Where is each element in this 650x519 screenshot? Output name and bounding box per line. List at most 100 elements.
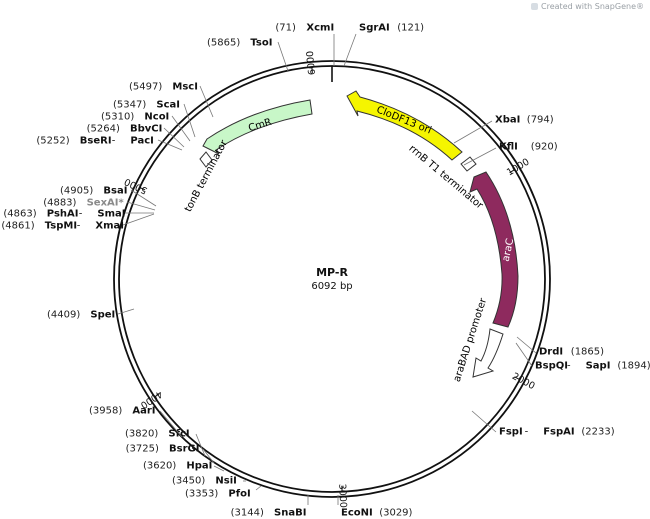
feature-arac-label: araC [501, 238, 517, 263]
site-kfli: KflI (920) [463, 142, 558, 166]
enzyme-drdi: DrdI [539, 347, 563, 358]
feature-arac-shape [469, 171, 519, 328]
site-spei: (4409) SpeI [47, 308, 135, 321]
site-scai-position: (5347) [113, 100, 146, 111]
site-bsrgi-position: (3725) [126, 444, 159, 455]
tick-5000 [139, 186, 146, 191]
site-sexai-leader [126, 201, 156, 211]
site-econi-position: (3029) [379, 508, 412, 519]
site-tsoi-position: (5865) [207, 38, 240, 49]
site-msci: (5497)MscI [129, 82, 214, 118]
site-xbai-leader [453, 120, 493, 144]
enzyme-aari: AarI [132, 406, 155, 417]
site-nsii: (3450) NsiI [172, 476, 246, 487]
site-econi: EcoNI(3029) [337, 495, 413, 519]
site-msci-position: (5497) [129, 82, 162, 93]
site-bsrgi: (3725) BsrGI [126, 444, 215, 464]
site-aari: (3958) AarI [89, 406, 183, 438]
site-msci-leader [199, 85, 214, 118]
site-tspmi-xmai: (4861)TspMI - XmaI [1, 213, 155, 232]
site-xcmi-position: (71) [275, 23, 296, 34]
site-pfoi-position: (3353) [185, 489, 218, 500]
site-bsrgi-leader [202, 448, 215, 464]
tick-6000 [311, 66, 313, 73]
feature-rrnb-t1-terminator-shape [460, 156, 477, 172]
site-kfli-leader [463, 147, 497, 166]
site-scai-leader [183, 103, 196, 138]
site-xbai-position: (794) [527, 115, 554, 126]
feature-arabad-promoter-shape [472, 328, 504, 378]
site-nsii-position: (3450) [172, 476, 205, 487]
site-xbai: XbaI(794) [453, 115, 554, 144]
site-bbvci: (5264) BbvCI [87, 124, 185, 148]
site-bbvci-position: (5264) [87, 124, 120, 135]
enzyme-nsii: NsiI [215, 476, 236, 487]
enzyme-paci: PacI [130, 136, 153, 147]
feature-tonb-terminator: tonB terminator [183, 138, 230, 214]
feature-cmr: CmR [202, 99, 313, 155]
tick-1000 [509, 169, 516, 174]
site-tspmi-xmai-leader [122, 213, 155, 226]
site-xcmi: (71) XcmI [275, 23, 335, 66]
site-spei-leader [117, 308, 135, 315]
feature-cmr-shape [202, 99, 313, 155]
site-bsai-position: (4905) [60, 186, 93, 197]
watermark-text: Created with SnapGene® [541, 2, 644, 11]
site-snabi: (3144)SnaBI [231, 495, 309, 519]
feature-clodf13-ori-label: CloDF13 ori [375, 104, 433, 136]
site-pfoi-leader [255, 485, 262, 491]
site-aari-position: (3958) [89, 406, 122, 417]
site-sfci-leader [195, 433, 206, 457]
site-bseri-paci-position: (5252) [36, 136, 69, 147]
site-bspqi-sapi-separator: - [567, 361, 571, 372]
enzyme-tspmi: TspMI [45, 221, 77, 232]
site-bseri-paci-separator: - [112, 136, 116, 147]
site-bseri-paci: (5252)BseRI - PacI [36, 136, 183, 151]
tick-label-6000: 6000 [305, 50, 318, 75]
enzyme-hpai: HpaI [186, 461, 212, 472]
site-pshai-smai-position: (4863) [3, 209, 36, 220]
site-bbvci-leader [163, 127, 185, 148]
enzyme-smai: SmaI [97, 209, 125, 220]
site-bsai-leader [130, 189, 157, 207]
enzyme-kfli: KflI [499, 142, 518, 153]
site-fspi-fspai-leader [471, 410, 497, 433]
enzyme-xcmi: XcmI [306, 23, 334, 34]
site-hpai-position: (3620) [143, 461, 176, 472]
site-spei-position: (4409) [47, 310, 80, 321]
site-bseri-paci-leader [157, 139, 183, 151]
site-tsoi-leader [277, 41, 289, 72]
enzyme-sgrai: SgrAI [359, 23, 390, 34]
enzyme-bbvci: BbvCI [130, 124, 162, 135]
plasmid-name: MP-R [316, 266, 348, 279]
site-pshai-smai: (4863)PshAI - SmaI [3, 209, 154, 220]
site-fspi-fspai-separator: - [525, 427, 529, 438]
site-fspi-fspai-position: (2233) [581, 427, 614, 438]
site-kfli-position: (920) [531, 142, 558, 153]
site-scai: (5347)ScaI [113, 100, 196, 138]
feature-clodf13-ori: CloDF13 ori [346, 90, 463, 161]
enzyme-spei: SpeI [90, 310, 115, 321]
feature-tonb-terminator-shape [199, 151, 213, 168]
feature-arac: araC [469, 171, 519, 328]
enzyme-pshai: PshAI [47, 209, 79, 220]
site-tsoi: (5865)TsoI [207, 38, 289, 72]
site-sfci-position: (3820) [125, 429, 158, 440]
restriction-sites: (71) XcmI SgrAI (121) XbaI(794)KflI (920) DrdI… [1, 23, 650, 519]
site-drdi-leader [516, 336, 537, 354]
site-ncoi-position: (5310) [101, 112, 134, 123]
tick-label-3000: 3000 [336, 484, 348, 509]
enzyme-fspai: FspAI [543, 427, 574, 438]
site-sgrai-position: (121) [397, 23, 424, 34]
snapgene-watermark: Created with SnapGene® [531, 2, 644, 11]
enzyme-bsrgi: BsrGI [169, 444, 199, 455]
site-ncoi-leader [171, 115, 191, 142]
site-hpai-leader [213, 465, 225, 472]
site-sgrai: SgrAI (121) [343, 23, 424, 67]
enzyme-xmai: XmaI [95, 221, 124, 232]
site-snabi-position: (3144) [231, 508, 264, 519]
feature-tonb-terminator-label: tonB terminator [183, 138, 230, 214]
enzyme-bspqi: BspQI [535, 361, 568, 372]
feature-clodf13-ori-shape [346, 90, 463, 161]
